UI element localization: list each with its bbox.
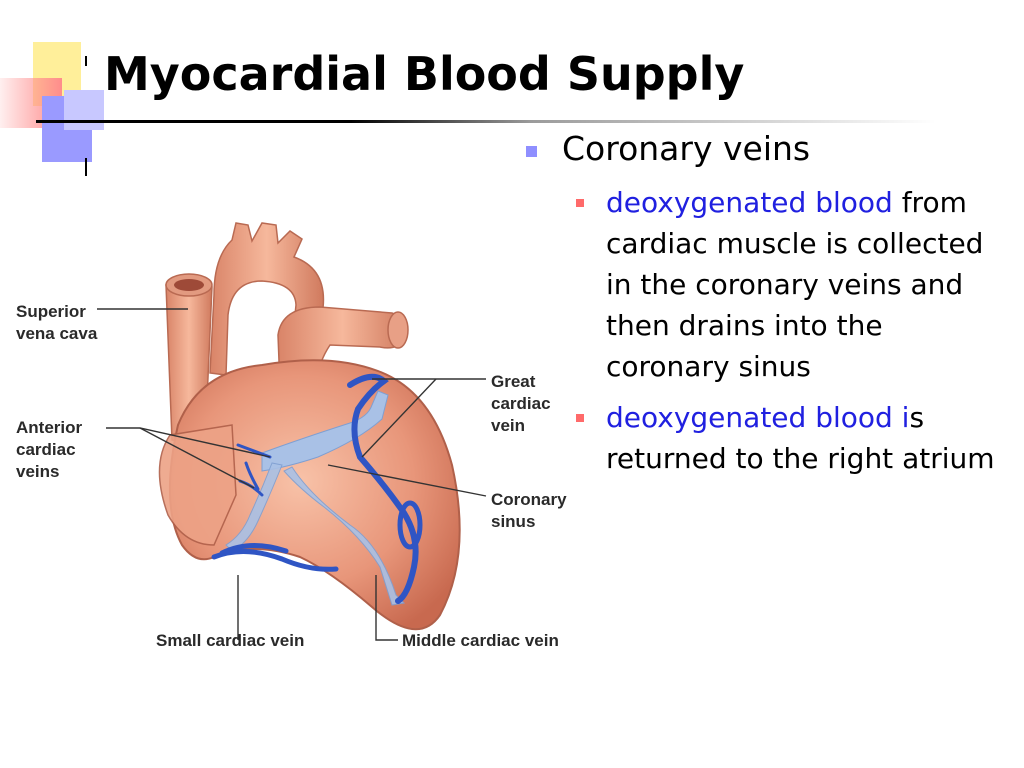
label-superior-vena-cava-2: vena cava <box>16 324 98 343</box>
right-atrium-shape <box>158 424 237 546</box>
sub-bullet-highlight: deoxygenated blood i <box>606 401 910 434</box>
great-cardiac-vein-loop <box>397 500 423 550</box>
small-cardiac-vein-shape <box>211 542 339 572</box>
heart-illustration: Superior vena cava Anterior cardiac vein… <box>16 222 567 650</box>
label-anterior-cardiac-veins-3: veins <box>16 462 59 481</box>
label-superior-vena-cava-1: Superior <box>16 302 86 321</box>
label-small-cardiac-vein: Small cardiac vein <box>156 631 304 650</box>
bullet-text: Coronary veins <box>562 129 811 168</box>
leader-lines <box>97 308 487 641</box>
label-anterior-cardiac-veins-1: Anterior <box>16 418 83 437</box>
sub-bullet-highlight: deoxygenated blood <box>606 186 893 219</box>
label-middle-cardiac-vein: Middle cardiac vein <box>402 631 559 650</box>
sub-bullet-text: from cardiac muscle is collected in the … <box>606 186 984 383</box>
label-great-cardiac-vein-3: vein <box>491 416 525 435</box>
bullet-marker <box>526 146 537 157</box>
label-coronary-sinus-2: sinus <box>491 512 535 531</box>
sub-bullet-marker <box>576 414 584 422</box>
label-great-cardiac-vein-1: Great <box>491 372 536 391</box>
bullet-list: Coronary veins deoxygenated blood from c… <box>520 126 1000 479</box>
heart-diagram: Superior vena cava Anterior cardiac vein… <box>0 195 600 665</box>
sub-bullet-collected: deoxygenated blood from cardiac muscle i… <box>520 182 1000 387</box>
label-coronary-sinus-1: Coronary <box>491 490 567 509</box>
sub-bullet-returned: deoxygenated blood is returned to the ri… <box>520 397 1000 479</box>
sub-bullet-marker <box>576 199 584 207</box>
decor-tick-bottom <box>85 158 87 176</box>
bullet-coronary-veins: Coronary veins <box>520 126 1000 172</box>
decor-square-lilac <box>64 90 104 130</box>
coronary-sinus-shape <box>261 390 389 472</box>
slide-title: Myocardial Blood Supply <box>104 47 745 101</box>
label-anterior-cardiac-veins-2: cardiac <box>16 440 76 459</box>
label-great-cardiac-vein-2: cardiac <box>491 394 551 413</box>
great-cardiac-vein-shape <box>347 373 419 604</box>
sub-bullet-text: s returned to the right atrium <box>606 401 995 475</box>
posterior-vein-shape <box>283 466 406 606</box>
title-divider <box>36 120 936 123</box>
decor-tick-top <box>85 56 87 66</box>
middle-cardiac-vein-shape <box>225 462 283 552</box>
